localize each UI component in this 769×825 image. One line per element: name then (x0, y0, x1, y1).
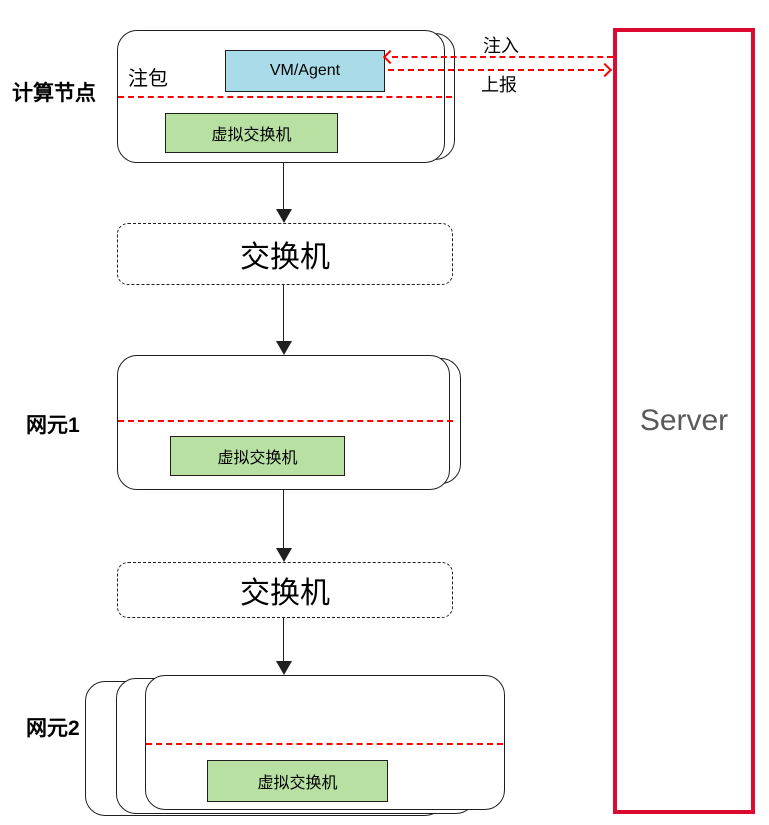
arrow-switch2-to-ne2-head-icon (276, 661, 292, 675)
inject-arrow-line (392, 56, 613, 58)
arrow-compute-to-switch1-line (283, 163, 284, 210)
ne2-red-divider (146, 743, 503, 745)
arrow-switch1-to-ne1-head-icon (276, 341, 292, 355)
ne1-virtual-switch-box: 虚拟交换机 (170, 436, 345, 476)
report-arrow-line (388, 69, 604, 71)
ne2-virtual-switch-box: 虚拟交换机 (207, 760, 388, 802)
compute-node-label: 计算节点 (12, 82, 96, 105)
compute-node-red-divider (118, 96, 452, 98)
packet-inject-note: 注包 (128, 68, 168, 90)
virtual-switch-label: 虚拟交换机 (217, 450, 298, 467)
vm-agent-box: VM/Agent (225, 50, 385, 92)
server-box: Server (613, 28, 755, 814)
compute-node-virtual-switch-box: 虚拟交换机 (165, 113, 338, 153)
ne2-label: 网元2 (26, 717, 80, 740)
arrow-ne1-to-switch2-line (283, 490, 284, 549)
switch1-box: 交换机 (117, 223, 453, 285)
inject-flow-label: 注入 (483, 36, 519, 56)
report-flow-label: 上报 (481, 75, 517, 95)
switch1-label: 交换机 (240, 241, 330, 274)
virtual-switch-label: 虚拟交换机 (257, 775, 338, 792)
virtual-switch-label: 虚拟交换机 (211, 127, 292, 144)
report-arrow-head-icon (597, 62, 613, 78)
server-label: Server (639, 404, 729, 437)
arrow-ne1-to-switch2-head-icon (276, 548, 292, 562)
arrow-switch2-to-ne2-line (283, 618, 284, 662)
ne1-label: 网元1 (26, 414, 80, 437)
switch2-box: 交换机 (117, 562, 453, 618)
ne1-red-divider (118, 420, 453, 422)
vm-agent-label: VM/Agent (269, 62, 341, 79)
arrow-compute-to-switch1-head-icon (276, 209, 292, 223)
arrow-switch1-to-ne1-line (283, 285, 284, 342)
switch2-label: 交换机 (240, 577, 330, 610)
